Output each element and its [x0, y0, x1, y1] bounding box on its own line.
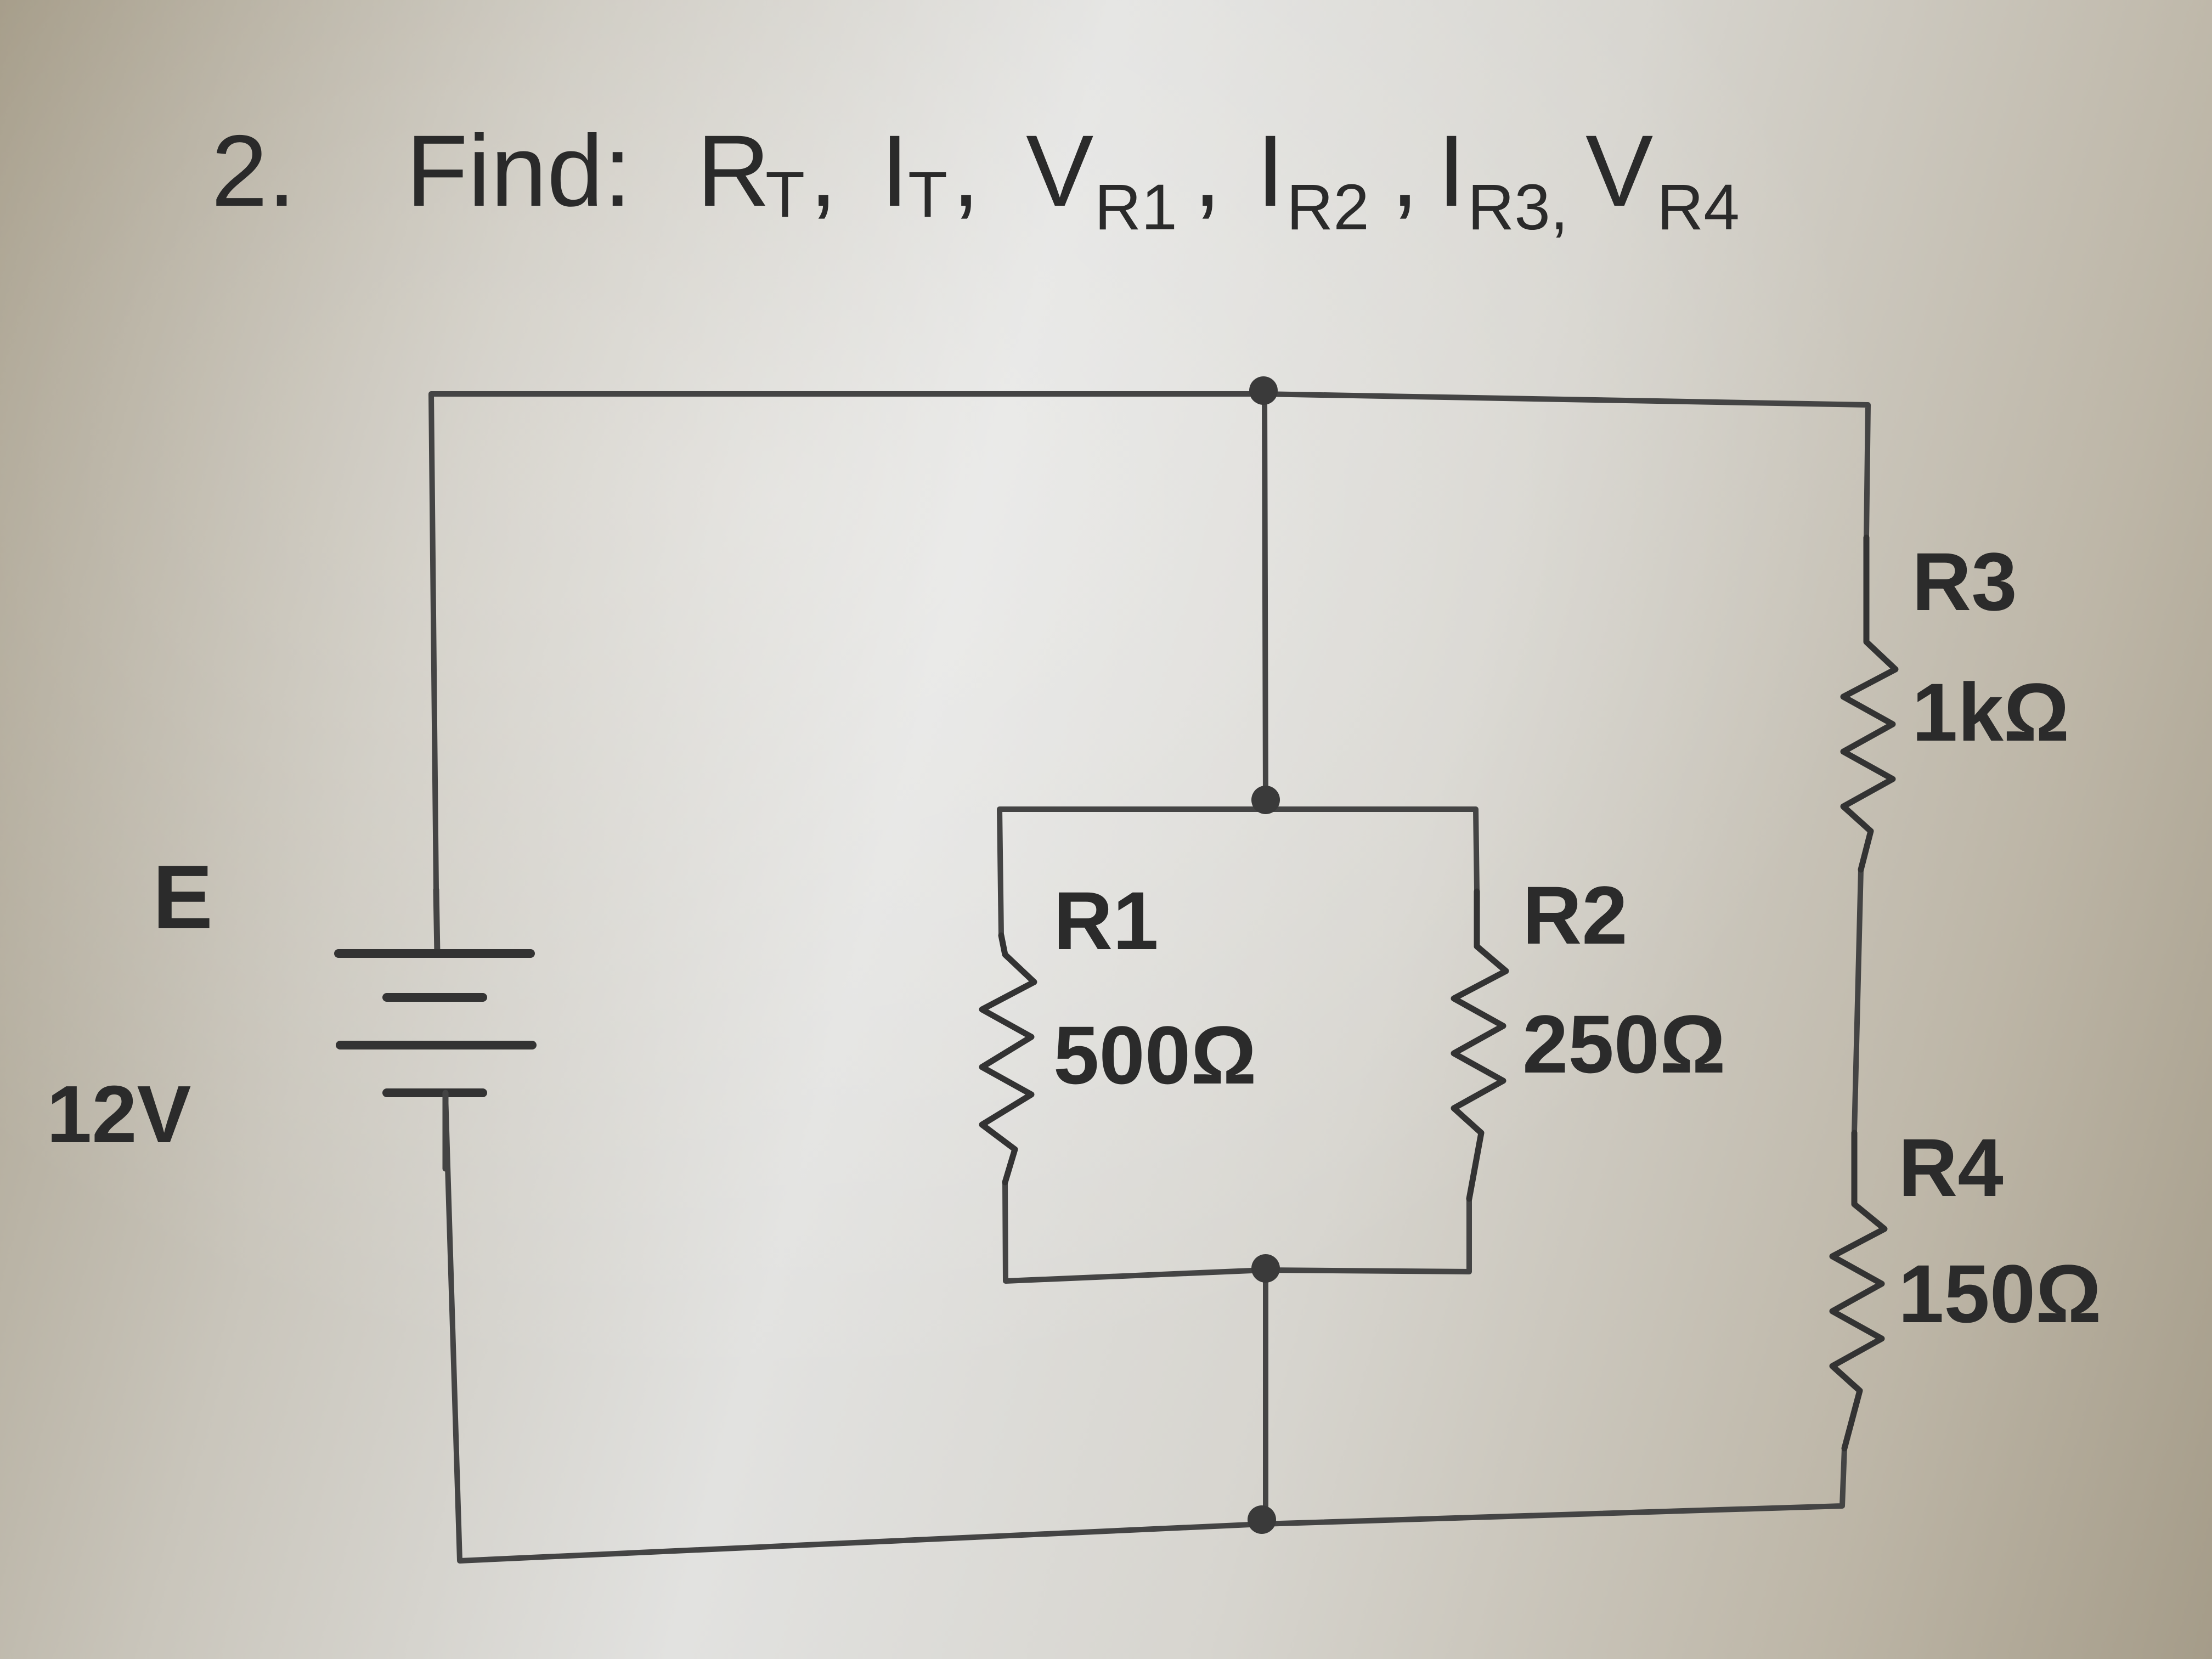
resistor-r4: [1829, 1130, 1888, 1452]
find-item-rt-main: R: [697, 115, 770, 228]
resistor-r3-name: R3: [1912, 535, 2017, 628]
battery-symbol: [334, 887, 537, 1172]
find-item-vr4-sub: R4: [1657, 171, 1740, 244]
resistor-r2: [1451, 888, 1509, 1202]
problem-prefix: Find:: [406, 115, 631, 228]
resistor-r1-value: 500Ω: [1053, 1009, 1257, 1101]
find-item-ir2-sep: ,: [1391, 115, 1419, 228]
resistor-r3-value: 1kΩ: [1912, 666, 2069, 758]
resistor-r2-value: 250Ω: [1522, 998, 1726, 1090]
source-label: E: [153, 847, 213, 947]
source-voltage: 12V: [47, 1069, 191, 1160]
wire-right-mid: [1852, 867, 1864, 1136]
find-item-it-main: I: [881, 115, 909, 228]
find-item-vr1-main: V: [1026, 115, 1093, 228]
problem-number: 2.: [211, 115, 296, 228]
wire-center-top: [1262, 391, 1268, 803]
find-item-ir3-main: I: [1437, 115, 1465, 228]
resistor-r1-name: R1: [1053, 874, 1159, 967]
junction-node-top: [1249, 376, 1278, 405]
find-item-vr1-sep: ,: [1193, 115, 1221, 228]
wire-left-top: [428, 391, 1871, 893]
wire-inner-bottom: [1002, 1180, 1472, 1284]
junction-node-bottom: [1248, 1505, 1276, 1534]
find-item-it-sep: ,: [952, 115, 980, 228]
problem-title: 2. Find: R T , I T , V R1 , I R2 , I R3,…: [211, 115, 1740, 244]
resistor-r2-name: R2: [1522, 869, 1628, 961]
junction-node-inner-top: [1251, 786, 1280, 814]
junction-nodes: [1248, 376, 1280, 1534]
find-item-rt-sep: ,: [809, 115, 837, 228]
resistor-r4-value: 150Ω: [1898, 1248, 2102, 1340]
wire-inner-top: [997, 806, 1480, 938]
wire-left-bottom: [443, 1092, 1847, 1564]
find-item-ir2-sub: R2: [1286, 171, 1369, 244]
junction-node-inner-bottom: [1251, 1254, 1280, 1283]
find-item-vr4-main: V: [1585, 115, 1653, 228]
find-item-rt-sub: T: [765, 159, 805, 231]
resistor-r4-name: R4: [1898, 1121, 2004, 1214]
circuit-wires: [428, 391, 1871, 1564]
find-item-ir2-main: I: [1256, 115, 1284, 228]
find-item-ir3-sub: R3,: [1468, 171, 1568, 244]
find-item-it-sub: T: [908, 159, 947, 231]
resistor-r1: [979, 932, 1037, 1186]
find-item-vr1-sub: R1: [1094, 171, 1177, 244]
resistor-r3: [1840, 534, 1899, 873]
